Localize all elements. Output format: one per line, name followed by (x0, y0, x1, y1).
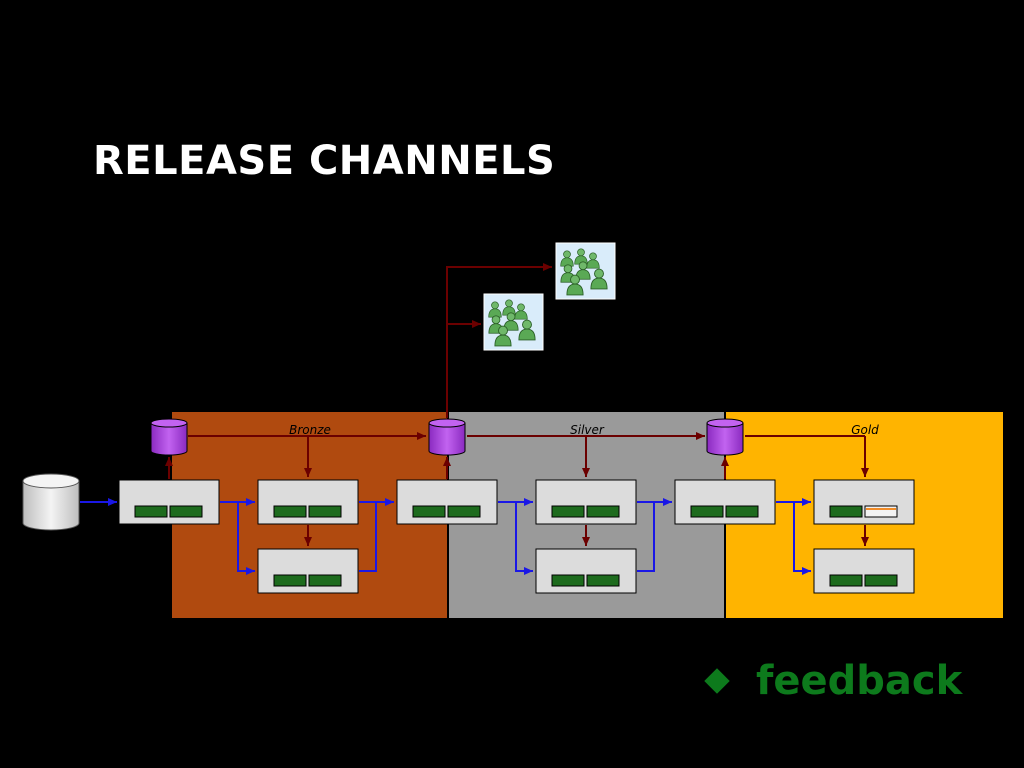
feedback-label: feedback (756, 658, 963, 704)
stage-box-silver-top (535, 479, 637, 525)
promotion-arrows (165, 263, 869, 546)
slide-title: RELEASE CHANNELS (93, 138, 556, 184)
stage-box-silver-entry (396, 479, 498, 525)
stage-box-gold-entry (674, 479, 776, 525)
stage-box-bronze-top (257, 479, 359, 525)
stage-box-bronze-bottom (257, 548, 359, 594)
stage-box-gold-bottom (813, 548, 915, 594)
diamond-bullet-icon (704, 668, 730, 694)
build-flow-arrows (80, 498, 811, 575)
source-database-icon (22, 473, 80, 531)
repository-gold-icon (706, 418, 744, 456)
stage-box-source-build (118, 479, 220, 525)
feedback-bullet: feedback (700, 658, 962, 704)
channel-label-bronze: Bronze (289, 423, 331, 437)
user-group-icon (555, 242, 616, 300)
stage-boxes (118, 479, 915, 594)
user-group-icon (483, 293, 544, 351)
stage-box-gold-top (813, 479, 915, 525)
channel-label-gold: Gold (851, 423, 879, 437)
channel-label-silver: Silver (570, 423, 605, 437)
repository-bronze-icon (150, 418, 188, 456)
repository-silver-icon (428, 418, 466, 456)
stage-box-silver-bottom (535, 548, 637, 594)
